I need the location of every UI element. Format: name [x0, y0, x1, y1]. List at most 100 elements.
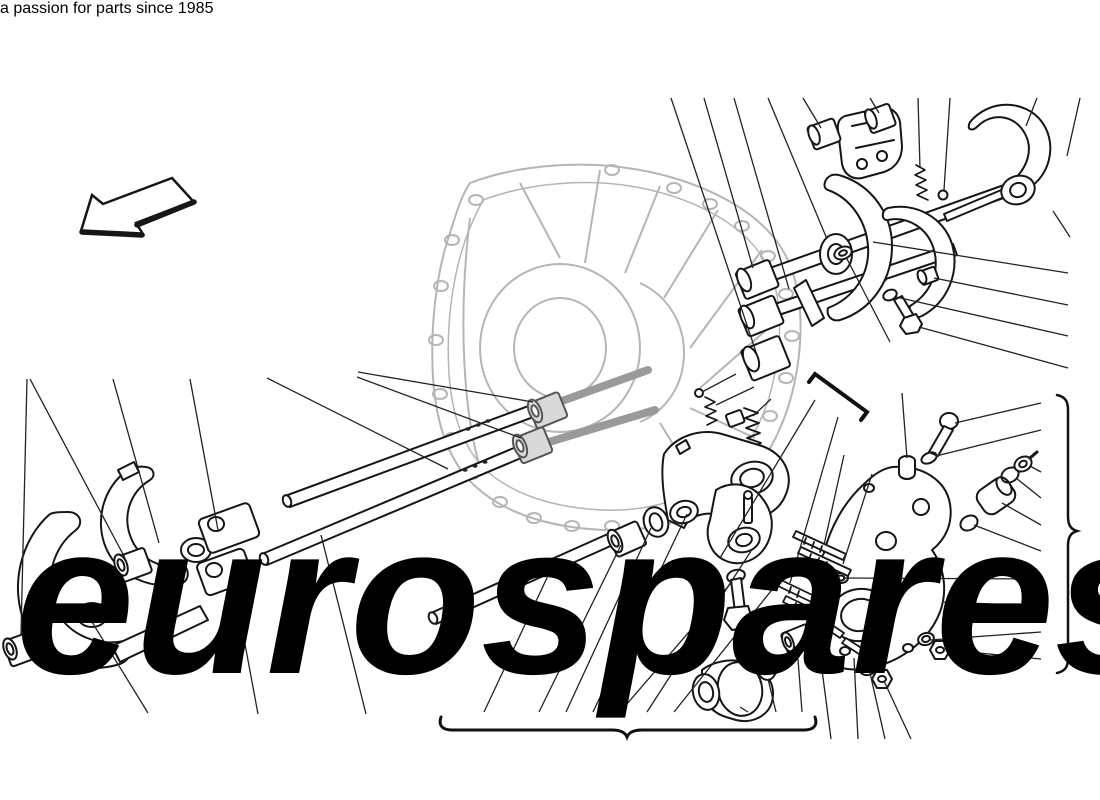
lower-shaft-assembly [427, 431, 816, 722]
leader-line-8 [673, 570, 788, 713]
bushing-12 [606, 520, 647, 558]
direction-arrow [79, 176, 197, 238]
leader-line-28 [901, 392, 908, 459]
detent-spring-36-mid [704, 396, 718, 426]
leader-line-23 [1029, 465, 1042, 473]
bushing-46-mid-lower [511, 426, 554, 465]
leader-line-4 [797, 658, 803, 713]
leader-line-35 [701, 373, 737, 393]
leader-line-45 [752, 398, 772, 417]
leader-line-27 [842, 473, 873, 565]
shift-fork-30 [967, 103, 1052, 191]
leader-line-18 [946, 649, 1042, 660]
leader-line-41 [112, 378, 160, 544]
leader-line-26 [823, 454, 845, 546]
leader-line-46 [20, 378, 28, 635]
leader-line-46 [29, 378, 126, 559]
leader-line-47 [670, 97, 759, 359]
diagram-canvas [2, 97, 1082, 742]
upper-rail-assembly [734, 103, 1052, 382]
group-braces [438, 371, 1082, 742]
leader-line-38 [933, 277, 1069, 306]
leader-line-46 [356, 376, 522, 439]
group-brace-1 [438, 715, 818, 742]
leader-line-21 [1001, 502, 1042, 526]
bushing-47-rail [734, 259, 791, 382]
leader-line-29 [703, 97, 754, 269]
watermark-tagline: a passion for parts since 1985 [0, 0, 214, 17]
leader-line-1 [483, 564, 554, 713]
gearbox-casing [428, 163, 802, 532]
leader-line-25 [816, 630, 832, 740]
leader-line-13 [739, 706, 749, 713]
group-brace-2 [807, 371, 870, 422]
shift-fork-37 [881, 205, 956, 319]
leader-line-12 [538, 544, 622, 713]
leader-line-46 [1066, 97, 1081, 157]
leader-line-39 [266, 377, 449, 470]
shift-fork-34 [823, 173, 893, 322]
leader-line-6 [592, 513, 688, 713]
leader-line-34 [767, 97, 828, 240]
detent-ball-35-top [937, 189, 949, 201]
leader-line-46 [357, 371, 534, 403]
bushing-4 [780, 623, 816, 657]
leader-line-36 [917, 97, 921, 169]
leader-line-47 [845, 256, 891, 343]
washer-32 [882, 288, 898, 302]
leader-line-47 [1052, 210, 1071, 238]
shift-fork-44 [17, 511, 132, 669]
watermark-brand: eurospares [15, 478, 1100, 719]
leader-line-24 [853, 657, 859, 740]
interlock-plug-38 [916, 265, 940, 286]
leader-line-7 [619, 581, 733, 713]
leader-line-5 [883, 680, 912, 740]
bushing-48-right [863, 103, 897, 134]
leader-line-22 [1015, 477, 1042, 499]
leader-line-43 [233, 584, 259, 715]
leader-line-3 [767, 678, 777, 713]
leader-line-32 [895, 296, 1069, 337]
selector-block-43 [196, 547, 254, 597]
leader-line-44 [91, 621, 149, 714]
leader-line-42 [320, 534, 367, 715]
detent-spring-36-top [914, 164, 929, 201]
leader-line-11 [719, 399, 816, 559]
leader-line-14 [954, 402, 1042, 424]
leader-line-31 [918, 326, 1069, 369]
leader-line-35 [943, 97, 951, 191]
roller-13 [691, 659, 774, 722]
leader-line-30 [1025, 97, 1038, 127]
leader-line-37 [733, 97, 790, 290]
bushing-48-left [806, 117, 842, 151]
o-ring-20 [959, 514, 979, 532]
selector-rods-left [258, 366, 659, 566]
studs-26-27 [792, 530, 852, 577]
leader-line-49 [869, 672, 886, 740]
leader-line-19 [929, 631, 1042, 641]
leader-line-33 [872, 241, 1069, 274]
leader-line-40 [189, 378, 219, 531]
bolt-14 [928, 412, 959, 457]
group-brace-0 [1055, 393, 1082, 675]
bushing-46-mid-upper [526, 391, 569, 430]
leader-line-48 [869, 97, 880, 114]
leader-lines [20, 97, 1081, 740]
leader-line-48 [802, 97, 822, 129]
shift-fork-44-arm [111, 605, 209, 663]
leader-line-17 [842, 577, 1042, 580]
leader-line-15 [935, 429, 1042, 457]
studs-25-24 [805, 609, 867, 657]
leader-line-36 [715, 386, 755, 406]
bushing-46-bottom-left [2, 629, 44, 668]
control-housing-assembly [777, 412, 1039, 689]
leader-line-2 [943, 601, 1040, 607]
cap-23 [1013, 450, 1039, 473]
leader-line-10 [565, 527, 652, 713]
leader-line-20 [973, 524, 1042, 552]
leader-line-9 [646, 550, 752, 713]
left-shift-forks [2, 461, 261, 669]
leader-line-16 [789, 416, 839, 584]
detent-ball-35-mid [694, 388, 704, 398]
